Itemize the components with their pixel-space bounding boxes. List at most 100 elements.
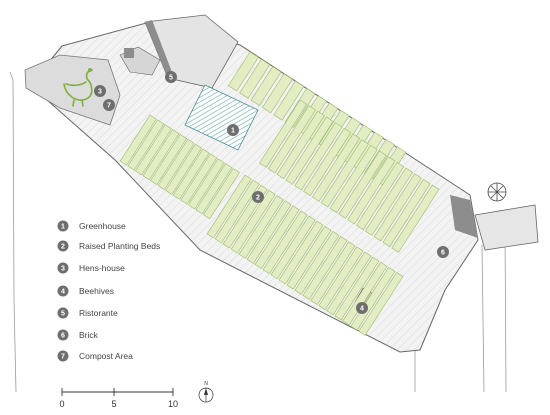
planting-bed <box>273 80 305 121</box>
svg-text:Hens-house: Hens-house <box>79 263 125 273</box>
svg-text:7: 7 <box>61 354 65 361</box>
svg-text:5: 5 <box>61 311 65 318</box>
svg-text:3: 3 <box>98 89 102 96</box>
planting-bed <box>358 272 404 336</box>
planting-bed <box>259 99 308 168</box>
planting-bed <box>326 251 372 316</box>
planting-bed <box>157 138 195 190</box>
planting-bed <box>254 205 300 270</box>
svg-text:6: 6 <box>441 250 445 257</box>
legend-item: 6 Brick <box>57 329 99 341</box>
svg-text:3: 3 <box>61 266 65 273</box>
legend-item: 3 Hens-house <box>57 262 125 274</box>
svg-text:5: 5 <box>169 75 173 82</box>
scale-tick-10: 10 <box>168 399 178 409</box>
planting-bed <box>239 58 271 99</box>
plan-marker-6: 6 <box>437 246 449 258</box>
planting-bed <box>238 195 284 259</box>
planting-bed <box>203 168 240 220</box>
hens-house-area <box>24 54 121 126</box>
north-arrow-icon: N <box>198 381 214 403</box>
legend-item: 1 Greenhouse <box>57 220 126 232</box>
planting-bed <box>382 178 431 248</box>
scale-tick-0: 0 <box>59 399 64 409</box>
svg-text:N: N <box>204 381 208 387</box>
planting-bed <box>373 173 422 242</box>
annex-small-roof <box>124 48 134 58</box>
planting-bed <box>206 174 252 239</box>
svg-text:Ristorante: Ristorante <box>79 308 118 318</box>
planting-bed <box>276 110 325 180</box>
planting-bed <box>180 153 218 205</box>
planting-bed <box>391 184 440 253</box>
svg-text:Compost Area: Compost Area <box>79 351 133 361</box>
svg-text:1: 1 <box>61 224 65 231</box>
planting-bed <box>250 66 282 106</box>
planting-bed <box>294 231 340 295</box>
planting-bed <box>278 220 324 285</box>
raised-planting-beds <box>119 51 440 336</box>
greenhouse <box>184 84 259 151</box>
svg-text:4: 4 <box>61 289 65 296</box>
plan-marker-4: 4 <box>356 302 368 314</box>
planting-bed <box>318 246 364 311</box>
planting-bed <box>262 73 293 114</box>
planting-bed <box>285 116 334 185</box>
planting-bed <box>246 200 292 264</box>
planting-bed <box>334 256 380 321</box>
planting-bed <box>364 167 413 236</box>
legend-item: 5 Ristorante <box>57 307 118 319</box>
planting-bed <box>262 210 308 275</box>
svg-text:4: 4 <box>360 306 364 313</box>
planting-bed <box>338 150 387 219</box>
planting-bed <box>294 122 343 191</box>
svg-text:2: 2 <box>61 244 65 251</box>
planting-bed <box>127 119 165 171</box>
scale-tick-5: 5 <box>111 399 116 409</box>
svg-text:1: 1 <box>231 128 235 135</box>
planting-bed <box>312 133 361 202</box>
planting-bed <box>303 127 352 197</box>
plan-marker-7: 7 <box>103 99 115 111</box>
svg-text:Greenhouse: Greenhouse <box>79 221 126 231</box>
planting-bed <box>347 156 396 225</box>
wheel-icon <box>487 182 507 202</box>
legend-item: 7 Compost Area <box>57 350 133 362</box>
hen-icon <box>63 68 93 107</box>
planting-bed <box>356 161 405 231</box>
planting-bed <box>214 179 260 244</box>
planting-bed <box>187 158 225 210</box>
planting-bed <box>310 241 356 305</box>
planting-bed <box>286 225 332 290</box>
plan-marker-3: 3 <box>94 85 106 97</box>
svg-text:2: 2 <box>256 195 260 202</box>
plan-marker-1: 1 <box>227 124 239 136</box>
svg-text:Beehives: Beehives <box>79 286 114 296</box>
svg-text:Brick: Brick <box>79 330 99 340</box>
planting-bed <box>119 114 157 166</box>
planting-bed <box>230 189 276 254</box>
svg-text:7: 7 <box>107 103 111 110</box>
planting-bed <box>135 124 172 176</box>
scale-bar: 0 5 10 <box>59 388 178 409</box>
svg-text:Raised Planting Beds: Raised Planting Beds <box>79 241 160 251</box>
planting-bed <box>172 148 210 200</box>
planting-bed <box>150 134 187 186</box>
planting-bed <box>320 139 369 208</box>
planting-bed <box>195 163 233 215</box>
ristorante-roof-edge <box>145 20 175 80</box>
planting-bed <box>267 105 316 174</box>
planting-bed <box>142 129 180 181</box>
legend-item: 4 Beehives <box>57 285 114 297</box>
right-building-roof-edge <box>450 195 478 238</box>
legend-item: 2 Raised Planting Beds <box>57 240 160 252</box>
planting-bed <box>270 215 316 280</box>
planting-bed <box>165 143 203 195</box>
planting-bed <box>329 144 378 214</box>
plan-marker-2: 2 <box>252 191 264 203</box>
legend: 1 Greenhouse 2 Raised Planting Beds 3 He… <box>57 220 160 362</box>
planting-bed <box>227 51 259 92</box>
plan-marker-5: 5 <box>165 71 177 83</box>
planting-bed <box>342 261 388 326</box>
